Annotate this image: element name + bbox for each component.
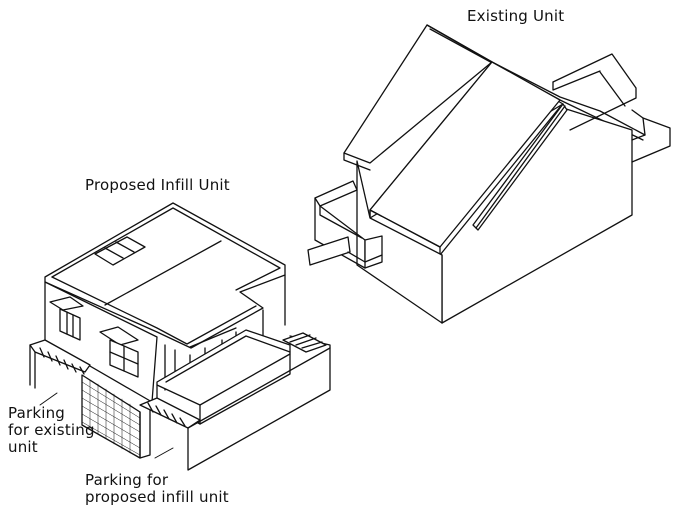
label-parking-proposed-line-2: proposed infill unit <box>85 488 229 506</box>
label-parking-existing-line-2: for existing <box>8 421 95 439</box>
label-parking-existing: Parking for existing unit <box>8 405 95 456</box>
leader-parking-existing <box>39 392 58 406</box>
infill-unit-drawing <box>29 202 331 471</box>
label-proposed-infill-unit: Proposed Infill Unit <box>85 176 230 194</box>
existing-unit-drawing <box>307 24 671 324</box>
label-existing-unit: Existing Unit <box>467 7 565 25</box>
label-parking-proposed-line-1: Parking for <box>85 471 169 489</box>
label-parking-proposed: Parking for proposed infill unit <box>85 472 229 506</box>
label-parking-existing-line-1: Parking <box>8 404 66 422</box>
label-parking-existing-line-3: unit <box>8 438 38 456</box>
leader-parking-proposed <box>154 447 174 459</box>
